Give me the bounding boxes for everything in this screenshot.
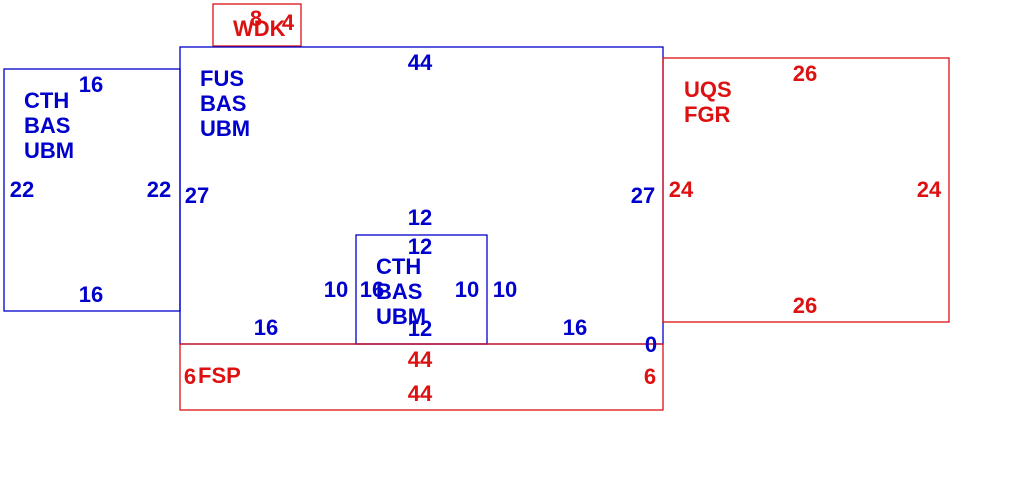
- room-name-line: CTH: [376, 254, 421, 279]
- dimension-label-uqs: 26: [793, 293, 817, 318]
- room-name-line: FUS: [200, 66, 244, 91]
- dimension-label-fus: 27: [185, 183, 209, 208]
- room-name-line: FSP: [198, 363, 241, 388]
- room-name-line: WDK: [233, 16, 286, 41]
- dimension-label-fus: 44: [408, 50, 433, 75]
- room-name-line: BAS: [24, 113, 70, 138]
- dimension-label-fus: 16: [563, 315, 587, 340]
- room-name-line: UBM: [200, 116, 250, 141]
- rooms-layer: [3, 3, 950, 411]
- room-name-line: BAS: [200, 91, 246, 116]
- dimension-label-cth-left: 16: [79, 72, 103, 97]
- dimension-label-fsp: 6: [644, 364, 656, 389]
- dimension-label-cth-inner: 10: [493, 277, 517, 302]
- dimension-label-uqs: 24: [917, 177, 942, 202]
- room-outline-cth-left: [3, 68, 181, 312]
- room-name-wdk: WDK: [233, 16, 286, 41]
- dimension-label-wdk: 4: [282, 10, 295, 35]
- dimension-label-fus: 0: [645, 332, 657, 357]
- dimension-label-cth-inner: 16: [360, 277, 384, 302]
- room-name-line: UQS: [684, 77, 732, 102]
- room-name-line: CTH: [24, 88, 69, 113]
- dimension-label-cth-left: 22: [10, 177, 34, 202]
- dimension-label-cth-inner: 10: [324, 277, 348, 302]
- dimension-label-cth-inner: 12: [408, 205, 432, 230]
- room-name-fsp: FSP: [198, 363, 241, 388]
- dimension-label-fsp: 44: [408, 347, 433, 372]
- dimension-label-cth-inner: 12: [408, 316, 432, 341]
- room-outline-uqs: [662, 57, 950, 323]
- room-name-line: FGR: [684, 102, 731, 127]
- dimension-label-uqs: 26: [793, 61, 817, 86]
- room-name-line: UBM: [24, 138, 74, 163]
- dimension-label-cth-inner: 12: [408, 234, 432, 259]
- dimension-label-cth-left: 22: [147, 177, 171, 202]
- dimension-label-fsp: 44: [408, 381, 433, 406]
- dimension-label-cth-left: 16: [79, 282, 103, 307]
- room-name-line: BAS: [376, 279, 422, 304]
- dimension-label-fus: 27: [631, 183, 655, 208]
- room-outline-wdk: [212, 3, 302, 47]
- dimension-label-uqs: 24: [669, 177, 694, 202]
- dimension-label-fsp: 6: [184, 364, 196, 389]
- room-outline-fsp: [179, 343, 664, 411]
- dimension-label-cth-inner: 10: [455, 277, 479, 302]
- room-name-line: UBM: [376, 304, 426, 329]
- dimension-label-fus: 16: [254, 315, 278, 340]
- dimension-label-wdk: 8: [250, 6, 262, 31]
